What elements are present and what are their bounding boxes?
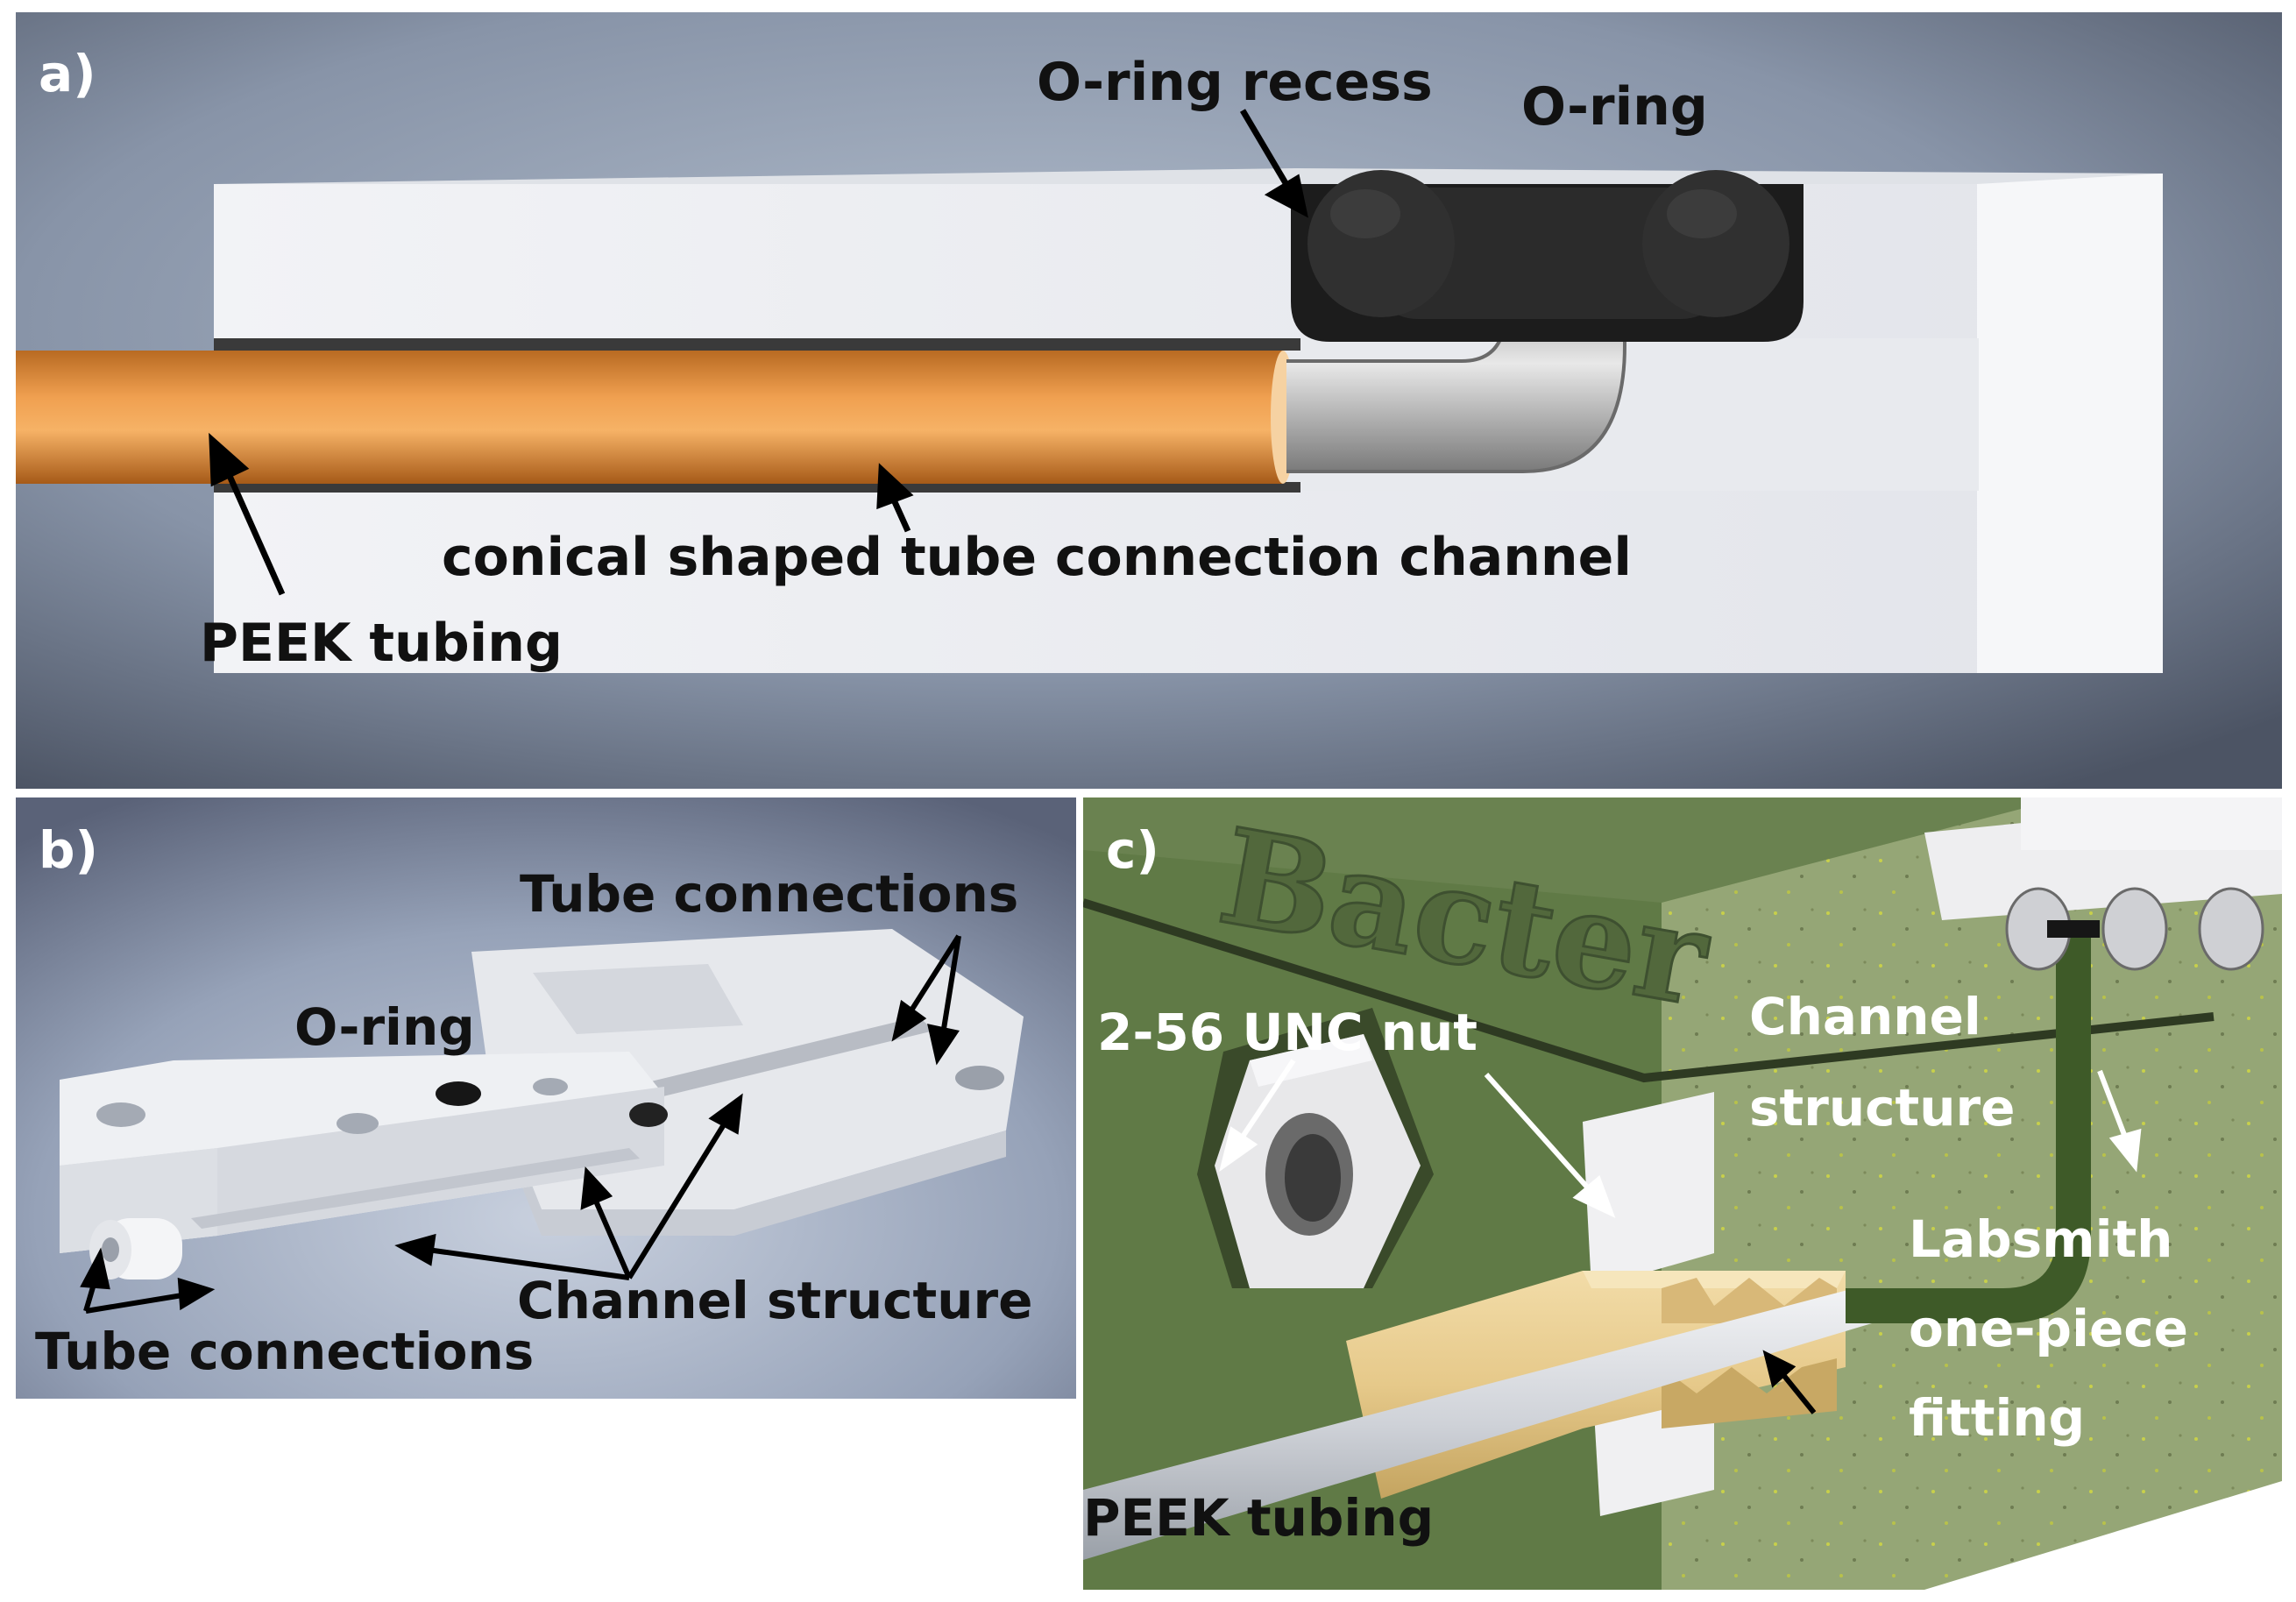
- panel-a-arrows: [209, 109, 1308, 596]
- oring-dot: [436, 1081, 481, 1106]
- block-upper-body: [214, 184, 2163, 338]
- block-top-face: [214, 168, 2163, 184]
- panel-c-arrows: [1219, 1059, 2142, 1414]
- label-oring: O-ring: [1521, 76, 1708, 138]
- label-conical-channel: conical shaped tube connection channel: [442, 527, 1632, 588]
- label-peek-tubing-a: PEEK tubing: [200, 613, 563, 674]
- block-end-face: [1977, 174, 2163, 673]
- green-channel: [1846, 920, 2091, 1323]
- label-channel-line2: structure: [1749, 1078, 2015, 1138]
- label-tube-connections-top: Tube connections: [520, 864, 1018, 924]
- panel-c-fitting-detail: Bacter: [1083, 797, 2282, 1590]
- label-oring-recess: O-ring recess: [1037, 52, 1433, 113]
- label-tube-connections-bottom: Tube connections: [35, 1322, 534, 1381]
- panel-a-letter: a): [39, 44, 96, 103]
- label-nut: 2-56 UNC nut: [1097, 1003, 1478, 1062]
- lower-part: [60, 1052, 668, 1279]
- label-channel-structure-b: Channel structure: [517, 1271, 1032, 1330]
- peek-tube-c: [1083, 1288, 1872, 1560]
- label-fitting-line2: one-piece: [1909, 1299, 2188, 1358]
- label-oring-b: O-ring: [294, 997, 475, 1057]
- panel-a-cross-section: a) O-ring recess O-ring conical shaped t…: [16, 12, 2282, 789]
- panel-b-letter: b): [39, 820, 98, 880]
- peek-tube: [16, 351, 1283, 484]
- oring: [1307, 170, 1789, 319]
- block-lower-body: [214, 491, 2163, 673]
- label-peek-tubing-c: PEEK tubing: [1083, 1488, 1434, 1548]
- panel-b-exploded-view: b) Tube connections O-ring Channel struc…: [16, 797, 1076, 1399]
- label-channel-line1: Channel: [1749, 987, 1981, 1046]
- panel-b-arrows: [80, 934, 961, 1314]
- label-fitting-line1: Labsmith: [1909, 1209, 2172, 1269]
- panel-c-letter: c): [1106, 820, 1159, 880]
- label-fitting-line3: fitting: [1909, 1388, 2085, 1448]
